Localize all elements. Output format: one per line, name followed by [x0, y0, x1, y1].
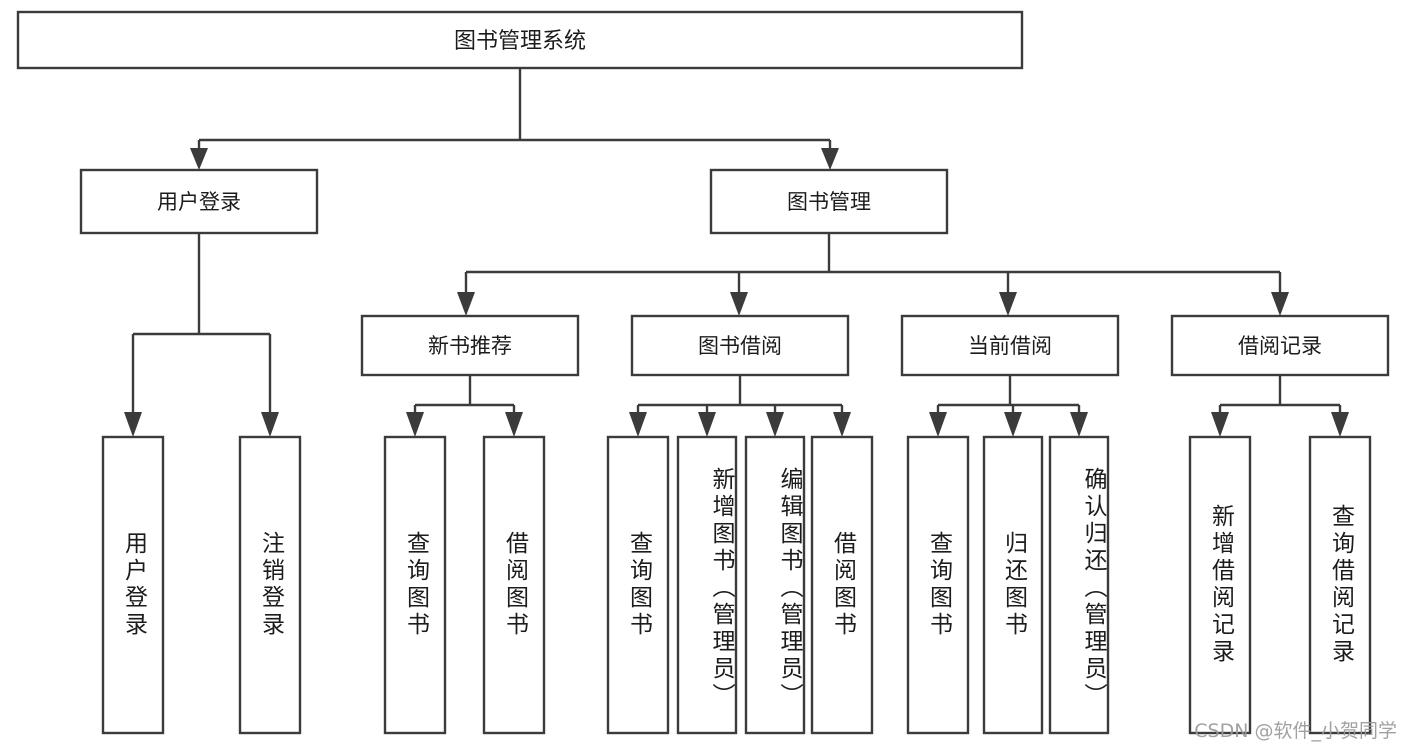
node-leaf-borrow-book-box[interactable]: [810, 435, 874, 735]
arrow-head-leaf-add-book: [698, 412, 716, 437]
node-borrow-record[interactable]: 借阅记录: [1170, 314, 1390, 377]
node-book-borrow-label: 图书借阅: [698, 334, 782, 358]
node-user-login[interactable]: 用户登录: [79, 168, 319, 235]
arrow-head-leaf-query-book-borrow: [629, 412, 647, 437]
node-user-login-box[interactable]: [79, 168, 319, 235]
node-root-label: 图书管理系统: [454, 29, 586, 54]
arrow-head-leaf-logout: [261, 412, 279, 437]
node-new-book-recommend-label: 新书推荐: [428, 334, 512, 358]
arrow-head-user-login: [190, 148, 208, 170]
arrow-head-new-book-recommend: [457, 292, 475, 316]
node-leaf-add-borrow-record-box[interactable]: [1188, 435, 1252, 735]
connector-current-borrow-to-leaves: [929, 375, 1088, 437]
arrow-head-leaf-user-login: [124, 412, 142, 437]
node-leaf-query-book-current-box[interactable]: [906, 435, 970, 735]
arrow-head-leaf-query-book-current: [929, 412, 947, 437]
node-current-borrow-box[interactable]: [900, 314, 1120, 377]
node-new-book-recommend-box[interactable]: [360, 314, 580, 377]
watermark-text: CSDN @软件_小贺同学: [1194, 720, 1397, 742]
node-leaf-user-login-box[interactable]: [101, 435, 165, 735]
node-leaf-confirm-return-box[interactable]: [1048, 435, 1110, 735]
node-book-management-label: 图书管理: [787, 190, 871, 214]
node-new-book-recommend[interactable]: 新书推荐: [360, 314, 580, 377]
node-book-borrow[interactable]: 图书借阅: [630, 314, 850, 377]
node-book-management[interactable]: 图书管理: [709, 168, 949, 235]
node-leaf-borrow-book-recommend-box[interactable]: [482, 435, 546, 735]
arrow-head-leaf-return-book: [1004, 412, 1022, 437]
node-root[interactable]: 图书管理系统: [16, 10, 1024, 70]
node-leaf-edit-book-box[interactable]: [744, 435, 806, 735]
node-leaf-logout-box[interactable]: [238, 435, 302, 735]
node-leaf-query-borrow-record-box[interactable]: [1308, 435, 1372, 735]
node-current-borrow-label: 当前借阅: [968, 334, 1052, 358]
node-root-box[interactable]: [16, 10, 1024, 70]
node-borrow-record-label: 借阅记录: [1238, 334, 1322, 358]
arrow-head-leaf-borrow-book-recommend: [505, 412, 523, 437]
arrow-head-leaf-edit-book: [766, 412, 784, 437]
node-borrow-record-box[interactable]: [1170, 314, 1390, 377]
arrow-head-book-management: [821, 148, 839, 170]
connector-new-book-recommend-to-leaves: [406, 375, 523, 437]
arrow-head-borrow-record: [1271, 292, 1289, 316]
connector-borrow-record-to-leaves: [1211, 375, 1349, 437]
node-leaf-return-book-box[interactable]: [982, 435, 1044, 735]
arrow-head-current-borrow: [999, 292, 1017, 316]
connector-root-to-level2: [190, 68, 839, 170]
leaf-boxes: [101, 435, 1372, 735]
arrow-head-leaf-add-borrow-record: [1211, 412, 1229, 437]
arrow-head-leaf-borrow-book: [833, 412, 851, 437]
node-user-login-label: 用户登录: [157, 190, 241, 214]
arrow-head-book-borrow: [730, 292, 748, 316]
node-current-borrow[interactable]: 当前借阅: [900, 314, 1120, 377]
node-leaf-query-book-borrow-box[interactable]: [606, 435, 670, 735]
arrow-head-leaf-confirm-return: [1070, 412, 1088, 437]
connector-user-login-to-leaves: [124, 233, 279, 437]
node-leaf-query-book-recommend-box[interactable]: [383, 435, 447, 735]
connector-book-management-to-level3: [457, 233, 1289, 316]
connector-book-borrow-to-leaves: [629, 375, 851, 437]
node-leaf-add-book-box[interactable]: [676, 435, 738, 735]
arrow-head-leaf-query-borrow-record: [1331, 412, 1349, 437]
node-book-management-box[interactable]: [709, 168, 949, 235]
arrow-head-leaf-query-book-recommend: [406, 412, 424, 437]
node-book-borrow-box[interactable]: [630, 314, 850, 377]
